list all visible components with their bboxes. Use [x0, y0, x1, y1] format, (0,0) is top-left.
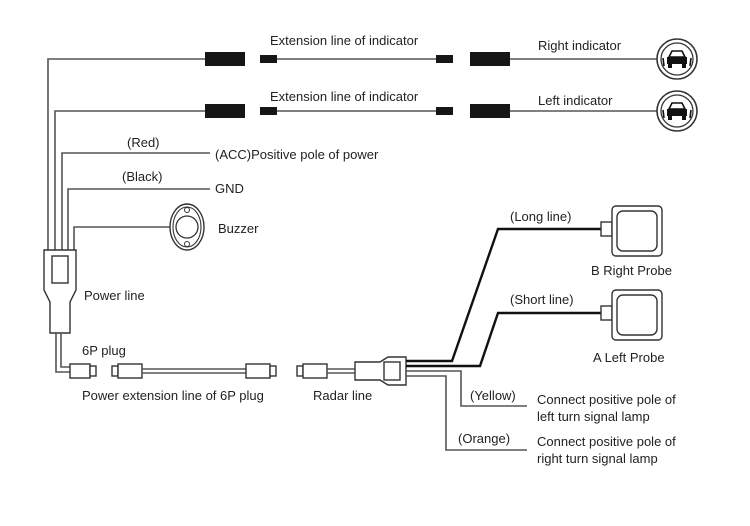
extension-label-bottom: Extension line of indicator: [270, 89, 419, 104]
orange-label-2: right turn signal lamp: [537, 451, 658, 466]
radar-line-label: Radar line: [313, 388, 372, 403]
orange-label-1: Connect positive pole of: [537, 434, 676, 449]
car-indicator-icon: [656, 38, 698, 80]
radar-harness-window: [383, 361, 401, 381]
orange-wire: [406, 375, 527, 451]
extension-label-top: Extension line of indicator: [270, 33, 419, 48]
six-p-plug-pin: [111, 365, 119, 377]
indicator-connector: [470, 104, 510, 118]
extension-plug-label: Power extension line of 6P plug: [82, 388, 264, 403]
black-wire: [67, 188, 210, 250]
right-indicator-wire: [47, 58, 205, 250]
six-p-plug-pin: [269, 365, 277, 377]
yellow-label-1: Connect positive pole of: [537, 392, 676, 407]
left-probe-face: [616, 294, 658, 336]
right-probe-label: B Right Probe: [591, 263, 672, 278]
six-p-plug-pin: [89, 365, 97, 377]
long-line-label: (Long line): [510, 209, 571, 224]
red-wire: [61, 152, 210, 250]
six-p-plug: [69, 363, 91, 379]
yellow-wire: [406, 370, 527, 407]
indicator-connector: [436, 55, 453, 63]
left-probe-label: A Left Probe: [593, 350, 665, 365]
power-line-label: Power line: [84, 288, 145, 303]
indicator-connector: [205, 52, 245, 66]
buzzer-wire: [73, 226, 170, 250]
red-label: (ACC)Positive pole of power: [215, 147, 379, 162]
right-probe-face: [616, 210, 658, 252]
six-p-wire: [55, 333, 70, 373]
left-indicator-label: Left indicator: [538, 93, 613, 108]
long-line-wire: [406, 227, 602, 363]
short-line-label: (Short line): [510, 292, 574, 307]
indicator-connector: [436, 107, 453, 115]
buzzer-icon: [169, 203, 205, 251]
left-indicator-wire: [54, 110, 205, 250]
probe-connector: [600, 305, 613, 321]
right-indicator-label: Right indicator: [538, 38, 622, 53]
indicator-connector: [470, 52, 510, 66]
orange-tag: (Orange): [458, 431, 510, 446]
power-line-window: [51, 255, 69, 284]
six-p-wire: [60, 333, 70, 368]
six-p-plug: [245, 363, 271, 379]
yellow-tag: (Yellow): [470, 388, 516, 403]
radar-plug-pin: [296, 365, 304, 377]
six-p-plug-label: 6P plug: [82, 343, 126, 358]
indicator-connector: [205, 104, 245, 118]
car-indicator-icon: [656, 90, 698, 132]
buzzer-label: Buzzer: [218, 221, 259, 236]
black-label: GND: [215, 181, 244, 196]
radar-plug: [302, 363, 328, 379]
six-p-plug: [117, 363, 143, 379]
black-tag: (Black): [122, 169, 162, 184]
red-tag: (Red): [127, 135, 160, 150]
probe-connector: [600, 221, 613, 237]
indicator-connector: [260, 107, 277, 115]
indicator-connector: [260, 55, 277, 63]
short-line-wire: [406, 311, 602, 368]
yellow-label-2: left turn signal lamp: [537, 409, 650, 424]
